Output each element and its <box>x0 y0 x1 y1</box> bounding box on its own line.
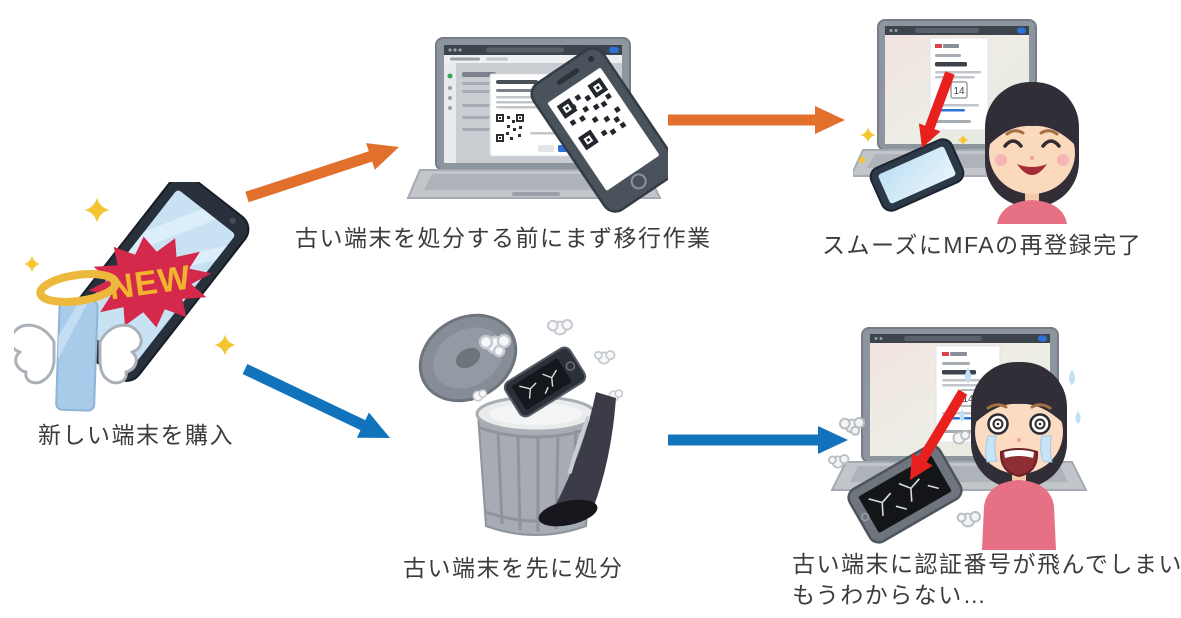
blue-arrow-icon <box>242 364 390 438</box>
number-match-value: 14 <box>962 394 974 405</box>
number-match-value: 14 <box>953 86 965 97</box>
node-new-phone: NEW <box>14 182 254 417</box>
caption-migrate: 古い端末を処分する前にまず移行作業 <box>295 225 712 251</box>
happy-woman-icon <box>985 82 1079 224</box>
trash-illustration <box>418 313 624 536</box>
smoke-puff-icon <box>828 416 982 538</box>
sweat-drop-icon <box>959 367 1081 424</box>
happy-woman-illustration: 14 <box>853 19 1079 224</box>
kicking-leg-icon <box>538 392 616 527</box>
dust-puff-icon <box>472 318 624 402</box>
qr-phone-icon <box>530 47 668 213</box>
laptop-qr-illustration <box>406 37 668 213</box>
spiral-eye-icon <box>987 413 1051 435</box>
caption-failure-line2: もうわからない… <box>792 582 988 608</box>
node-migration <box>406 32 668 224</box>
arrow-to-failure <box>660 418 855 462</box>
orange-arrow-icon <box>245 143 399 203</box>
red-pointer-arrow <box>910 389 968 480</box>
number-match-box: 14 <box>950 81 968 99</box>
orange-arrow-icon <box>668 106 845 134</box>
tear-icon <box>985 435 1053 463</box>
wing-icon <box>14 323 56 385</box>
node-dispose <box>418 300 636 552</box>
node-failure: 14 <box>816 324 1108 550</box>
new-phone-icon <box>869 138 965 212</box>
crying-woman-icon <box>959 362 1081 550</box>
blue-arrow-icon <box>668 426 848 454</box>
arrow-to-success <box>660 98 855 142</box>
crying-woman-illustration: 14 <box>828 327 1088 550</box>
broken-phone-icon <box>503 346 587 418</box>
caption-dispose: 古い端末を先に処分 <box>403 555 624 581</box>
arrow-dispose <box>236 356 401 448</box>
caption-purchase: 新しい端末を購入 <box>38 422 234 448</box>
new-badge: NEW <box>88 236 212 328</box>
caption-failure: 古い端末に認証番号が飛んでしまい もうわからない… <box>792 549 1181 611</box>
node-success: 14 <box>853 12 1105 224</box>
browser-window <box>444 45 622 63</box>
caption-success: スムーズにMFAの再登録完了 <box>822 232 1143 258</box>
red-pointer-arrow <box>918 71 955 148</box>
arrow-migrate <box>236 132 411 210</box>
caption-failure-line1: 古い端末に認証番号が飛んでしまい <box>792 551 1181 577</box>
new-phone-illustration: NEW <box>14 182 250 412</box>
old-phone-angel-icon <box>14 270 143 412</box>
wing-icon <box>98 323 143 385</box>
broken-phone-icon <box>847 444 963 544</box>
halo-icon <box>36 270 120 306</box>
